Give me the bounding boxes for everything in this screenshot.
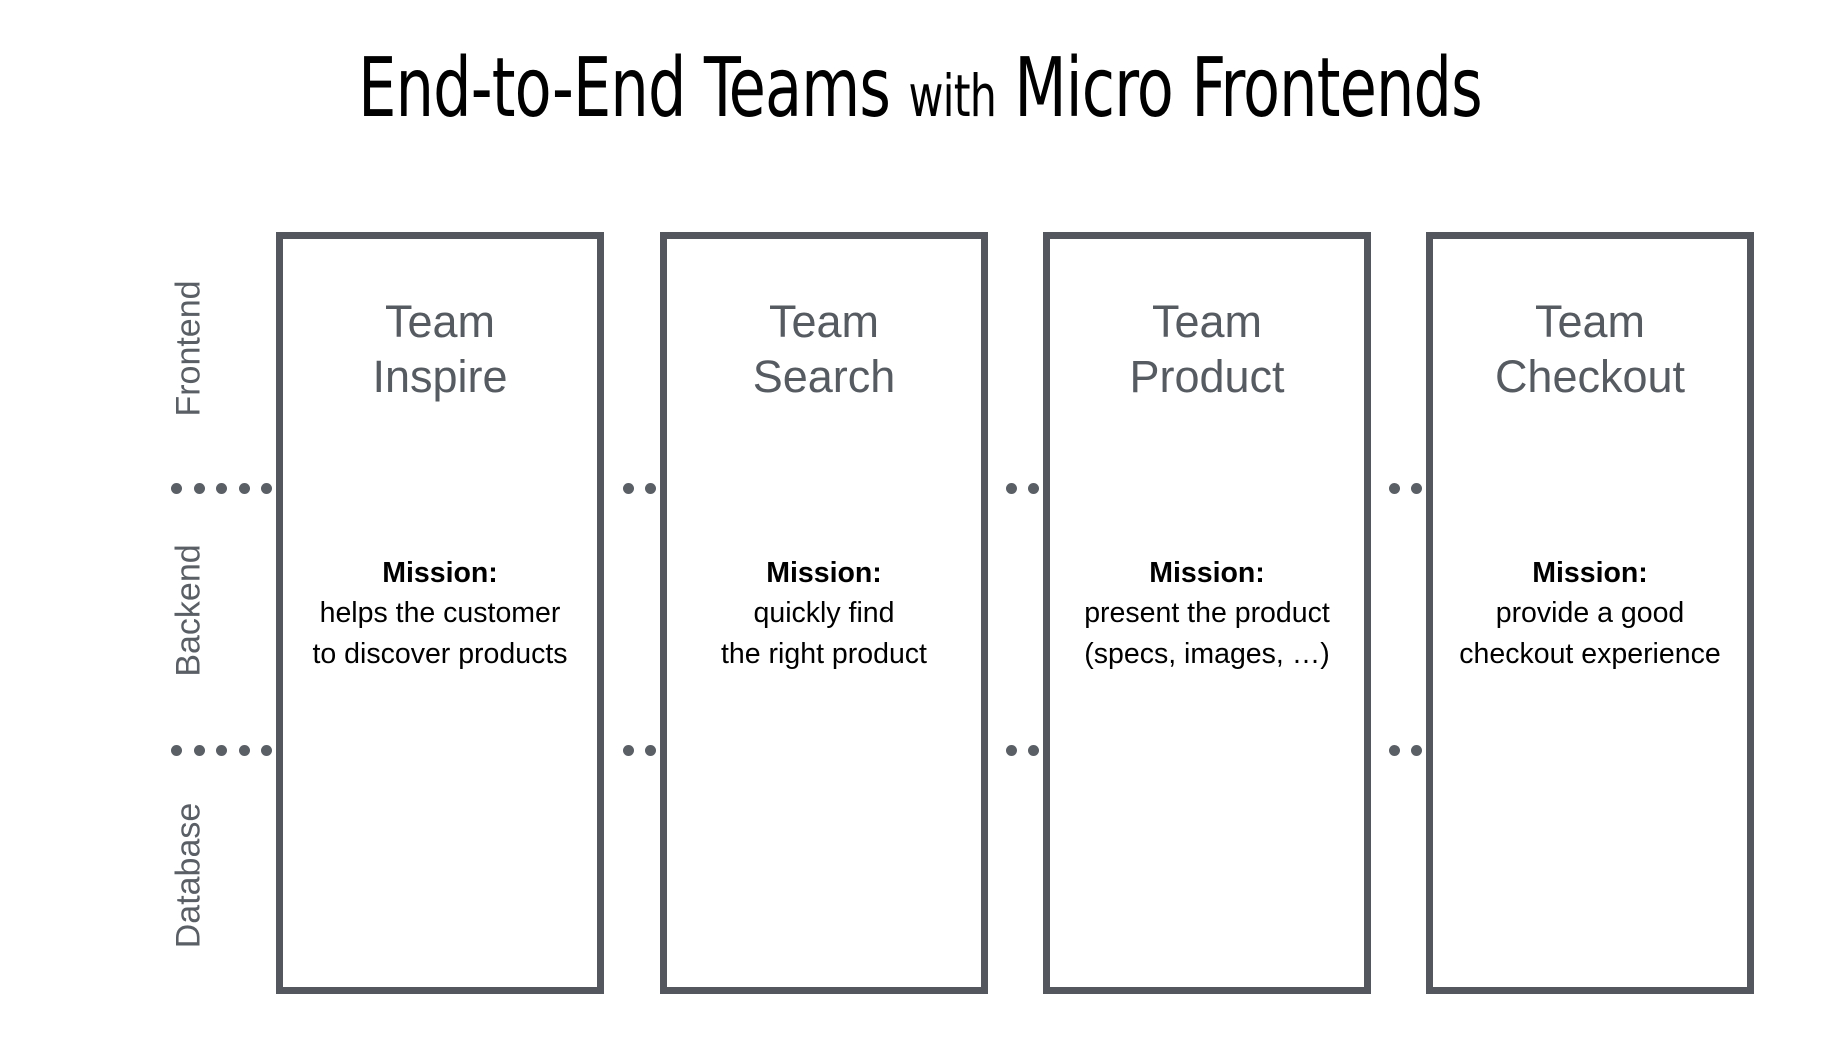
mission-line-2: checkout experience [1459,637,1721,670]
team-name-line2: Search [752,350,896,402]
team-name-line2: Product [1129,350,1285,402]
team-columns: Team Inspire Mission: helps the customer… [276,232,1796,994]
layer-label-database-text: Database [169,802,208,948]
layer-label-backend-text: Backend [169,543,208,677]
team-name: Team Inspire [283,295,597,405]
mission-heading: Mission: [1149,557,1265,589]
title-part-main: End-to-End Teams [358,41,891,136]
team-mission: Mission: helps the customer to discover … [283,553,597,674]
title-part-with: with [908,62,997,130]
team-mission: Mission: provide a good checkout experie… [1433,553,1747,674]
mission-line-1: provide a good [1495,597,1685,630]
page-title: End-to-End Teams with Micro Frontends [166,48,1675,130]
team-column-search[interactable]: Team Search Mission: quickly find the ri… [660,232,988,994]
team-mission: Mission: present the product (specs, ima… [1050,553,1364,674]
layer-label-backend: Backend [150,494,228,726]
mission-line-2: the right product [721,637,927,670]
mission-line-2: (specs, images, …) [1084,637,1330,670]
team-mission: Mission: quickly find the right product [667,553,981,674]
mission-line-1: quickly find [753,597,895,630]
team-name: Team Search [667,295,981,405]
team-name-line1: Team [1534,296,1646,347]
team-name: Team Product [1050,295,1364,405]
team-column-inspire[interactable]: Team Inspire Mission: helps the customer… [276,232,604,994]
team-name-line1: Team [1151,296,1263,347]
separator-dot [261,745,272,756]
layer-label-frontend: Frontend [150,232,228,464]
separator-dot [238,483,250,494]
team-name-line2: Inspire [372,350,508,402]
layer-label-database: Database [150,756,228,994]
title-part-tail: Micro Frontends [1014,41,1482,136]
team-column-checkout[interactable]: Team Checkout Mission: provide a good ch… [1426,232,1754,994]
layer-label-frontend-text: Frontend [169,279,208,417]
team-name-line1: Team [768,296,880,347]
mission-heading: Mission: [766,557,882,589]
team-column-product[interactable]: Team Product Mission: present the produc… [1043,232,1371,994]
mission-line-1: helps the customer [319,597,561,630]
team-name-line2: Checkout [1494,350,1686,402]
mission-heading: Mission: [382,557,498,589]
separator-dot [261,483,272,494]
mission-line-1: present the product [1084,597,1330,630]
separator-dot [238,745,250,756]
mission-line-2: to discover products [312,637,568,670]
layer-label-axis: Frontend Backend Database [150,232,228,994]
team-name-line1: Team [384,296,496,347]
mission-heading: Mission: [1532,557,1648,589]
team-name: Team Checkout [1433,295,1747,405]
